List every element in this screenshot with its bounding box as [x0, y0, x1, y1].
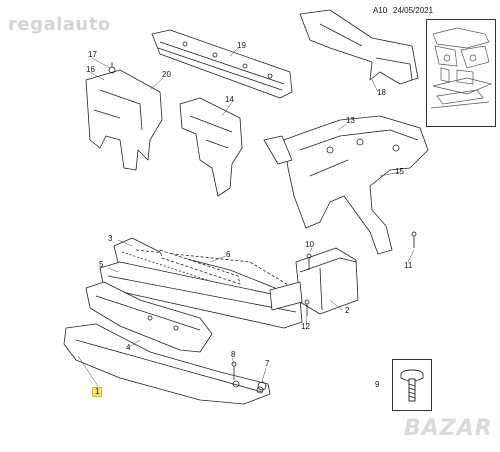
callout-1: 1 — [92, 387, 103, 397]
callout-4: 4 — [126, 343, 131, 352]
callout-18: 18 — [377, 88, 386, 97]
fastener-detail-box — [392, 359, 432, 411]
callout-15: 15 — [395, 167, 404, 176]
callout-11: 11 — [404, 261, 413, 270]
part-18-side-mount — [299, 9, 419, 85]
callout-14: 14 — [225, 95, 234, 104]
part-4-lower-absorber — [85, 281, 213, 353]
callout-10: 10 — [305, 240, 314, 249]
callout-16: 16 — [86, 65, 95, 74]
callout-9: 9 — [375, 380, 380, 389]
callout-5: 5 — [99, 260, 104, 269]
part-19-upper-crossmember — [151, 29, 293, 99]
watermark-logo: regalauto — [8, 14, 111, 35]
callout-7: 7 — [265, 359, 270, 368]
callout-3: 3 — [108, 234, 113, 243]
callout-19: 19 — [237, 41, 246, 50]
part-14-center-bracket — [179, 97, 243, 197]
part-15-frame-rail — [263, 115, 429, 255]
part-20-left-bracket — [85, 62, 163, 171]
watermark-bazar: BAZAR — [404, 416, 493, 441]
callout-20: 20 — [162, 70, 171, 79]
bolt-icon — [400, 369, 424, 402]
callout-8: 8 — [231, 350, 236, 359]
callout-12: 12 — [301, 322, 310, 331]
callout-6: 6 — [226, 250, 231, 259]
diagram-ref: A10 — [373, 6, 388, 15]
inset-drawing — [430, 27, 493, 109]
vehicle-location-inset — [426, 19, 496, 127]
callout-13: 13 — [346, 116, 355, 125]
part-2-crash-box — [269, 247, 359, 315]
callout-17: 17 — [88, 50, 97, 59]
part-1-lower-panel — [63, 323, 271, 405]
callout-2: 2 — [345, 306, 350, 315]
part-6-strip — [135, 249, 291, 287]
diagram-date: 24/05/2021 — [393, 6, 434, 15]
